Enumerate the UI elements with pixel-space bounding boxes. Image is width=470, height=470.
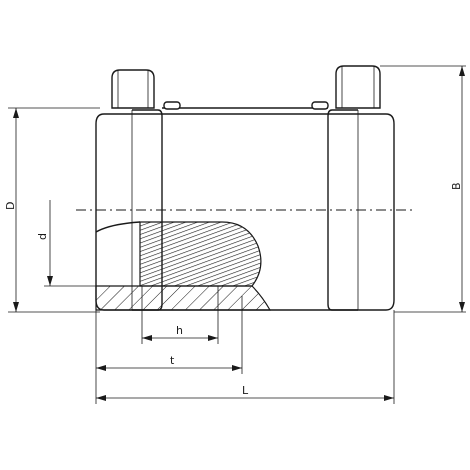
dimension-L: L — [96, 384, 394, 401]
dimension-h-label: h — [176, 324, 183, 337]
section-cutout — [95, 221, 272, 311]
dimension-D-label: D — [4, 202, 17, 210]
dimension-d: d — [36, 200, 140, 287]
dimension-B: B — [380, 65, 466, 313]
left-terminal-pin — [111, 69, 155, 109]
dimension-B-label: B — [450, 182, 463, 190]
dimension-h: h — [142, 324, 218, 341]
dimension-t-label: t — [170, 354, 175, 367]
dimension-d-label: d — [36, 233, 49, 240]
dimension-t: t — [96, 354, 242, 371]
right-terminal-pin — [335, 65, 381, 109]
dimension-L-label: L — [242, 384, 249, 397]
dimension-D: D — [4, 107, 100, 313]
